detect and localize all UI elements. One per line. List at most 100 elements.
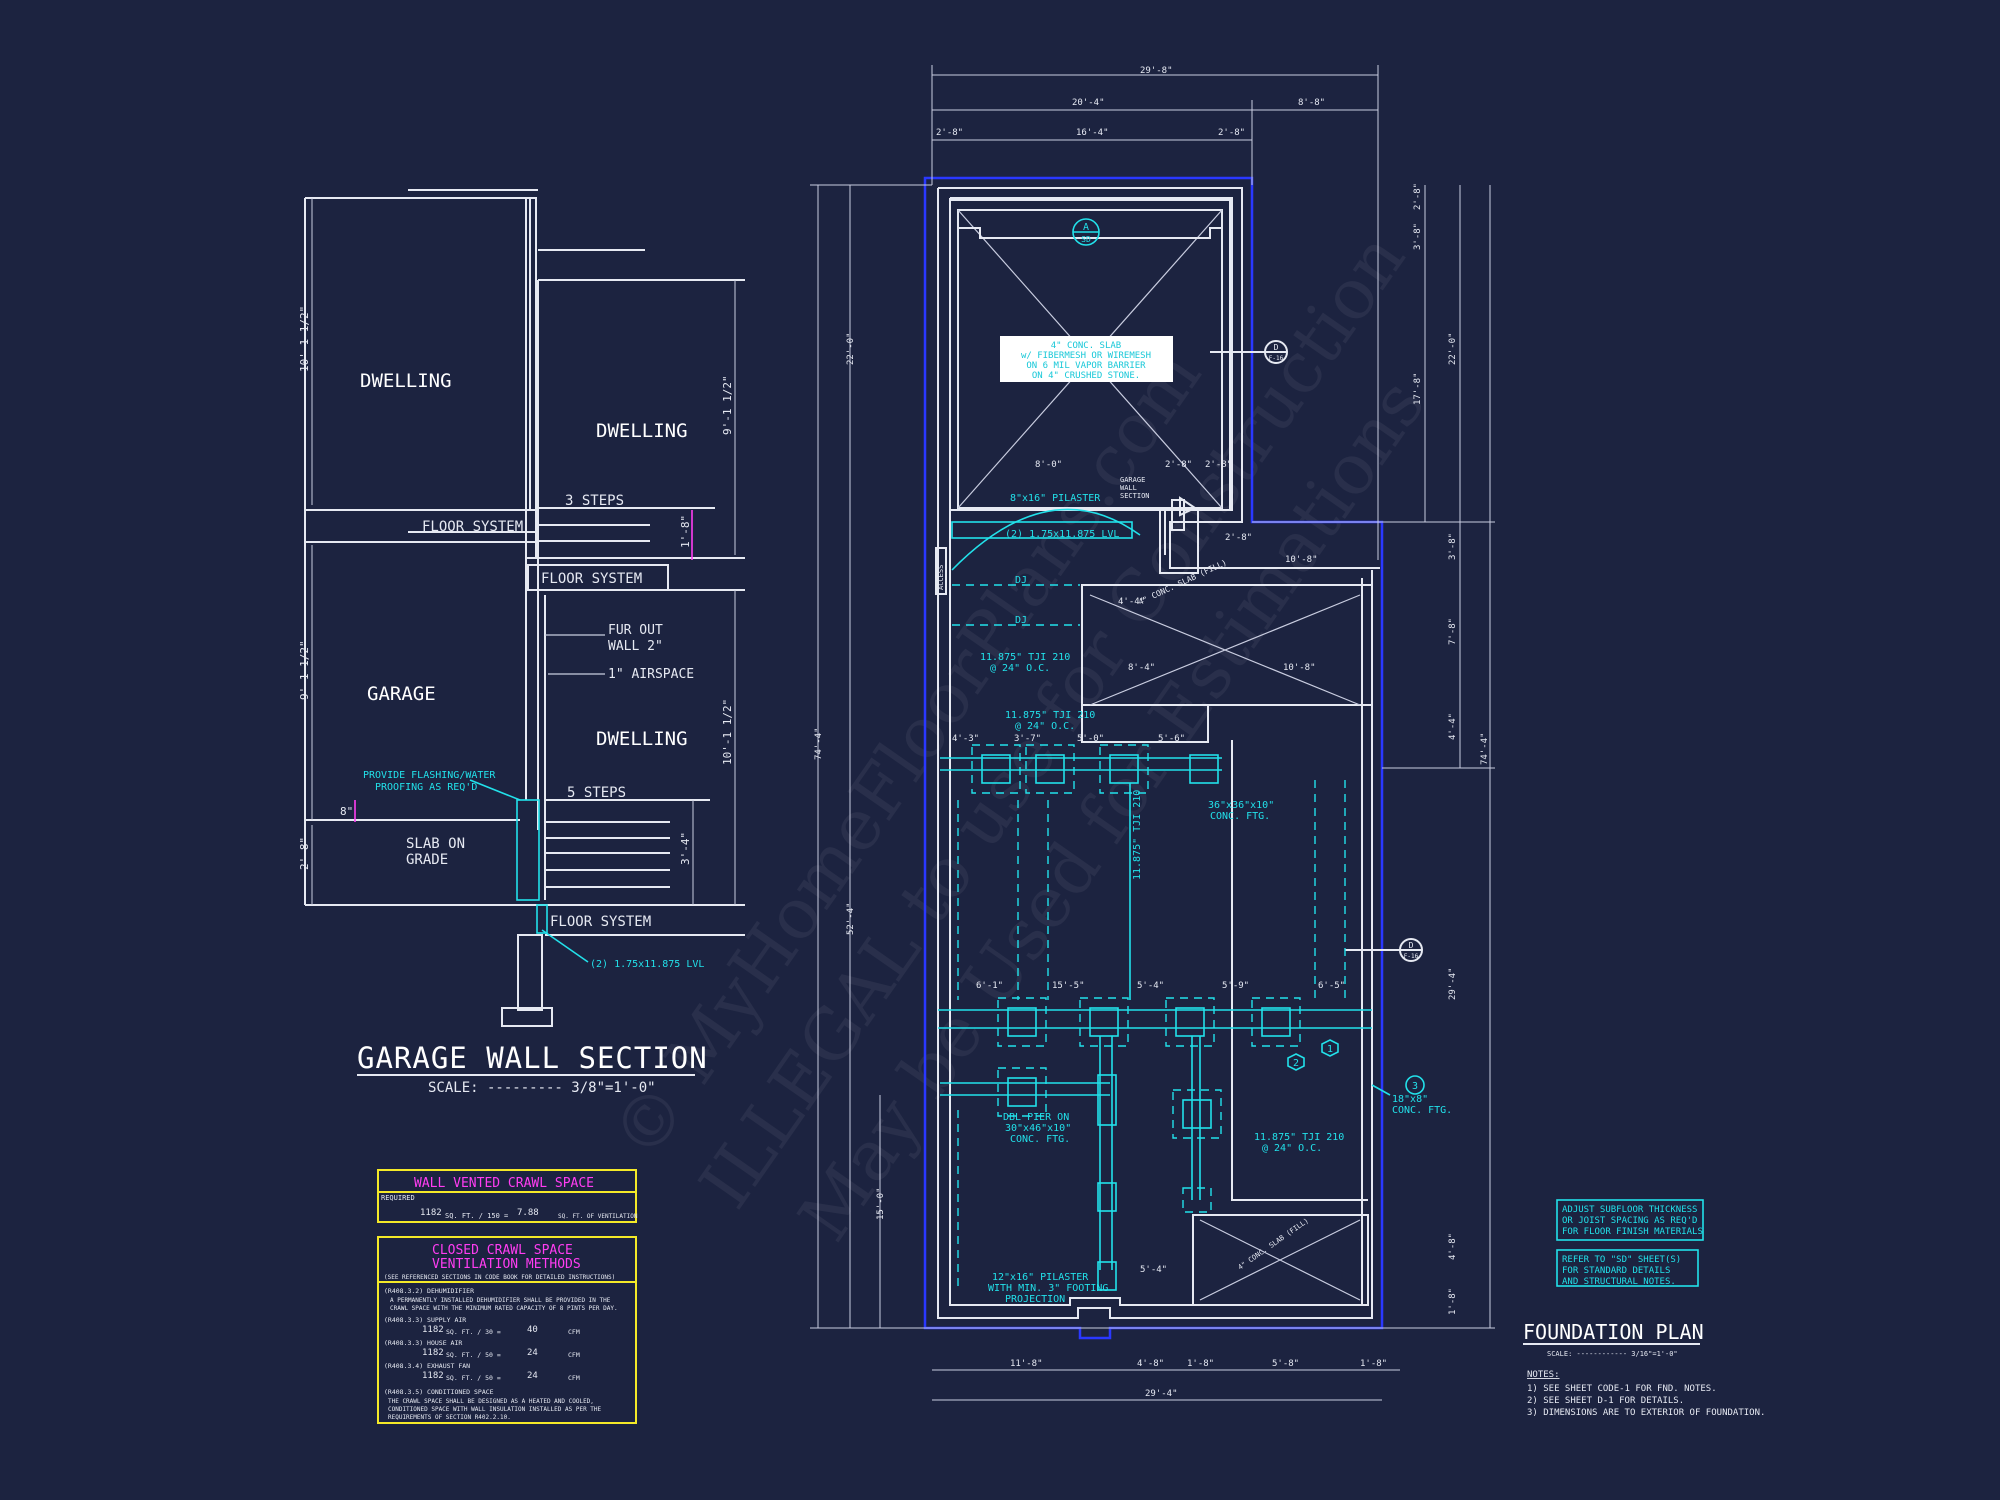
exhaust-unit: CFM <box>568 1374 580 1382</box>
marker-d2-sub: F-16 <box>1404 953 1419 960</box>
dim-d5: 10'-1 1/2" <box>721 699 734 765</box>
marker-a-sub: SD <box>1081 235 1091 244</box>
dim-d8: 3'-4" <box>679 832 692 865</box>
pier-footing <box>1182 1187 1212 1213</box>
exhaust-val: 24 <box>527 1371 538 1381</box>
dim-right-6: 7'-8" <box>1448 618 1458 645</box>
house-val: 24 <box>527 1348 538 1358</box>
dim-inner-5: 10'-8" <box>1285 555 1318 565</box>
label-slab-1: SLAB ON <box>406 836 465 852</box>
dim-bottom-3: 1'-8" <box>1187 1359 1214 1369</box>
tji2-line2: @ 24" O.C. <box>1015 721 1075 732</box>
note-box2-2: FOR STANDARD DETAILS <box>1562 1266 1670 1276</box>
dehum-title: (R408.3.2) DEHUMIDIFIER <box>384 1287 474 1295</box>
pil2-3: PROJECTION <box>1005 1294 1065 1305</box>
tji1-line1: 11.875" TJI 210 <box>980 652 1070 663</box>
house-title: (R408.3.3) HOUSE AIR <box>384 1339 462 1347</box>
pilaster-label: 8"x16" PILASTER <box>1010 493 1101 504</box>
note-box1-2: OR JOIST SPACING AS REQ'D <box>1562 1216 1697 1226</box>
plan-lvl-label: (2) 1.75x11.875 LVL <box>1005 529 1119 540</box>
label-five-steps: 5 STEPS <box>567 785 626 801</box>
closed-title-2: VENTILATION METHODS <box>432 1257 581 1272</box>
label-flashing-2: PROOFING AS REQ'D <box>375 782 477 793</box>
side-notes: ADJUST SUBFLOOR THICKNESS OR JOIST SPACI… <box>1556 1199 1704 1287</box>
house-unit: CFM <box>568 1351 580 1359</box>
pier-footing <box>1079 997 1129 1047</box>
section-scale: SCALE: --------- 3/8"=1'-0" <box>428 1080 656 1096</box>
plan-scale: SCALE: ------------ 3/16"=1'-0" <box>1547 1350 1678 1358</box>
label-airspace: 1" AIRSPACE <box>608 667 694 682</box>
vented-crawl-table: WALL VENTED CRAWL SPACE REQUIRED 1182 SQ… <box>377 1169 638 1223</box>
dim-inner-6: 4'-4" <box>1118 597 1145 607</box>
slab-note-1: 4" CONC. SLAB <box>1051 341 1121 351</box>
note-3: 3) DIMENSIONS ARE TO EXTERIOR OF FOUNDAT… <box>1527 1408 1765 1418</box>
supply-calc: SQ. FT. / 30 = <box>446 1328 501 1336</box>
ftg1-line2: CONC. FTG. <box>1210 811 1270 822</box>
dim-bottom-2: 4'-8" <box>1137 1359 1164 1369</box>
pier <box>1261 1007 1291 1037</box>
pier <box>1097 1261 1117 1291</box>
dim-right-1: 2'-8" <box>1413 183 1423 210</box>
garage-step-post <box>1171 499 1185 531</box>
dim-inner-18: 5'-4" <box>1140 1265 1167 1275</box>
pil2-1: 12"x16" PILASTER <box>992 1272 1089 1283</box>
pier <box>1189 754 1219 784</box>
small-slab-area <box>1081 584 1373 706</box>
note-box2-3: AND STRUCTURAL NOTES. <box>1562 1277 1676 1287</box>
foundation-walls-outer <box>937 187 1380 1319</box>
vented-required: REQUIRED <box>381 1194 415 1202</box>
leader-cyan <box>541 929 589 963</box>
vented-area: 1182 <box>420 1208 442 1218</box>
tji2-line1: 11.875" TJI 210 <box>1005 710 1095 721</box>
exhaust-title: (R408.3.4) EXHAUST FAN <box>384 1362 470 1370</box>
tji-vertical: 11.875" TJI 210 <box>1132 790 1143 880</box>
house-area: 1182 <box>422 1348 444 1358</box>
dbl-pier <box>1097 1074 1117 1126</box>
dim-inner-14: 15'-5" <box>1052 981 1085 991</box>
label-fur-out-2: WALL 2" <box>608 639 663 654</box>
dim-bottom-4: 5'-8" <box>1272 1359 1299 1369</box>
label-three-steps: 3 STEPS <box>565 493 624 509</box>
dj-label-2: DJ <box>1015 615 1027 626</box>
lvl-beam <box>951 521 1133 539</box>
label-dwelling-upper-left: DWELLING <box>360 370 452 392</box>
pier <box>981 754 1011 784</box>
foundation-walls-inner <box>950 197 1233 555</box>
flashing <box>516 799 540 901</box>
dim-bottom-1: 11'-8" <box>1010 1359 1043 1369</box>
garage-slab-outline <box>949 199 1231 511</box>
pier-footing <box>1172 1089 1222 1139</box>
pier-footing <box>997 997 1047 1047</box>
dim-right-4: 17'-8" <box>1413 372 1423 405</box>
dim-right-7: 4'-4" <box>1448 713 1458 740</box>
dehum-2: CRAWL SPACE WITH THE MINIMUM RATED CAPAC… <box>390 1305 618 1312</box>
pier <box>1007 1077 1037 1107</box>
marker-3-label: 3 <box>1412 1081 1418 1092</box>
pier <box>1089 1007 1119 1037</box>
slab-note-3: ON 6 MIL VAPOR BARRIER <box>1026 361 1146 371</box>
pier <box>1097 1182 1117 1212</box>
section-cut-marker <box>1179 496 1198 517</box>
dim-d1: 10'-1 1/2" <box>298 306 311 372</box>
general-notes: NOTES: 1) SEE SHEET CODE-1 FOR FND. NOTE… <box>1527 1370 1765 1418</box>
label-section-lvl: (2) 1.75x11.875 LVL <box>590 959 704 970</box>
marker-d2-label: D <box>1409 941 1414 950</box>
pier-footing <box>1099 744 1149 794</box>
note-box1-1: ADJUST SUBFLOOR THICKNESS <box>1562 1205 1697 1215</box>
garage-wall-1: GARAGE <box>1120 476 1145 484</box>
slab-diagonal <box>1199 1219 1361 1301</box>
closed-crawl-table: CLOSED CRAWL SPACE VENTILATION METHODS (… <box>377 1236 637 1424</box>
dim-left-3: 52'-4" <box>846 902 856 935</box>
pier <box>1007 1007 1037 1037</box>
dim-inner-12: 5'-6" <box>1158 734 1185 744</box>
dim-right-2: 3'-8" <box>1413 223 1423 250</box>
dim-right-8: 74'-4" <box>1480 732 1490 765</box>
pier <box>1175 1007 1205 1037</box>
leader-cyan <box>469 779 521 801</box>
supply-val: 40 <box>527 1325 538 1335</box>
pier-footing <box>1165 997 1215 1047</box>
tji1-line2: @ 24" O.C. <box>990 663 1050 674</box>
pil2-2: WITH MIN. 3" FOOTING <box>988 1283 1108 1294</box>
pier-footing <box>1251 997 1301 1047</box>
